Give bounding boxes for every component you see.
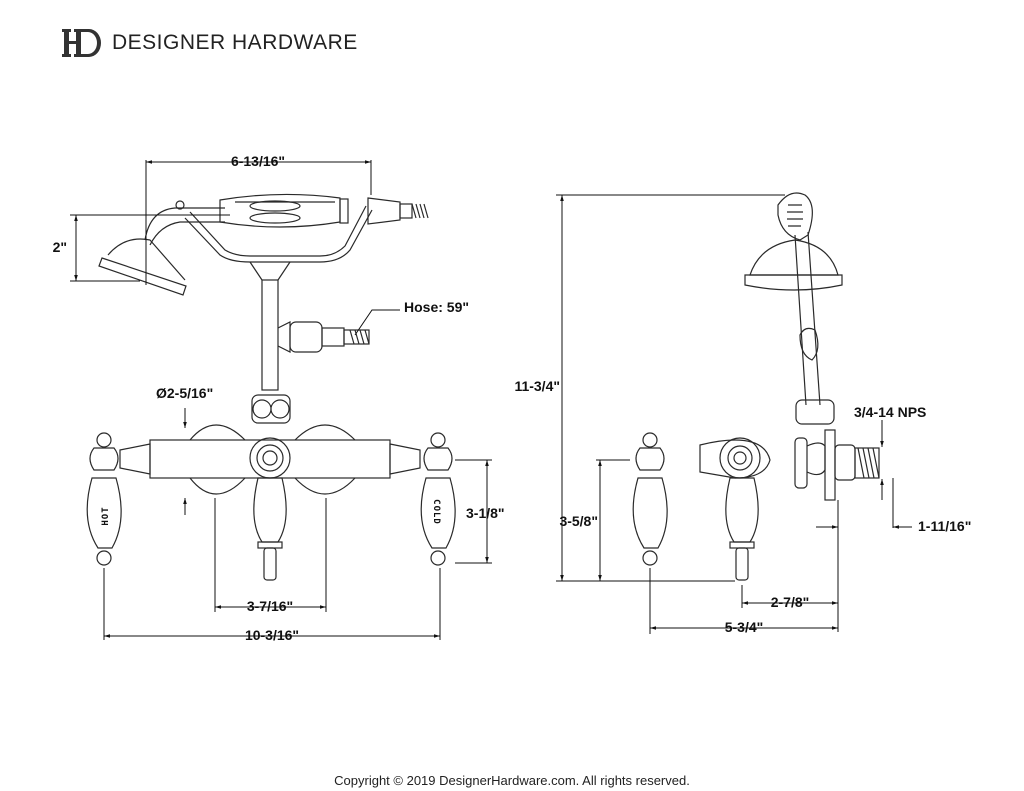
side-view <box>632 192 880 581</box>
cold-handle <box>420 477 456 549</box>
dim-thread-length: 1-11/16" <box>918 518 971 534</box>
cradle <box>184 205 373 263</box>
handshower-grip <box>219 193 429 228</box>
dim-overall-depth: 5-3/4" <box>725 619 764 635</box>
front-view <box>86 193 456 581</box>
hose-connector <box>277 321 370 353</box>
hot-handle <box>86 477 122 549</box>
dim-handle-height: 3-1/8" <box>466 505 505 521</box>
dh-monogram-logo <box>62 29 101 57</box>
valve-body <box>149 439 391 479</box>
side-handshower-cradle <box>777 192 813 241</box>
riser-pipe <box>261 279 279 391</box>
side-handshower-head <box>749 239 839 276</box>
side-riser <box>794 231 821 406</box>
dim-overall-height: 11-3/4" <box>514 378 560 394</box>
hot-label: HOT <box>101 506 111 525</box>
dim-center-spacing: 3-7/16" <box>247 598 293 614</box>
dim-hose-length: Hose: 59" <box>404 299 469 315</box>
dim-overall-width: 10-3/16" <box>245 627 299 643</box>
dim-handshower-length: 6-13/16" <box>231 153 285 169</box>
brand-name: DESIGNER HARDWARE <box>112 31 358 54</box>
dim-handshower-height: 2" <box>53 239 67 255</box>
dim-thread-spec: 3/4-14 NPS <box>854 404 926 420</box>
dim-body-diameter: Ø2-5/16" <box>156 385 213 401</box>
dim-spout-projection: 2-7/8" <box>771 594 810 610</box>
cold-label: COLD <box>431 499 441 525</box>
copyright-footer: Copyright © 2019 DesignerHardware.com. A… <box>334 773 690 788</box>
brand-header: DESIGNER HARDWARE <box>62 26 358 60</box>
threaded-inlet <box>854 447 880 479</box>
dim-side-handle-height: 3-5/8" <box>559 513 598 529</box>
